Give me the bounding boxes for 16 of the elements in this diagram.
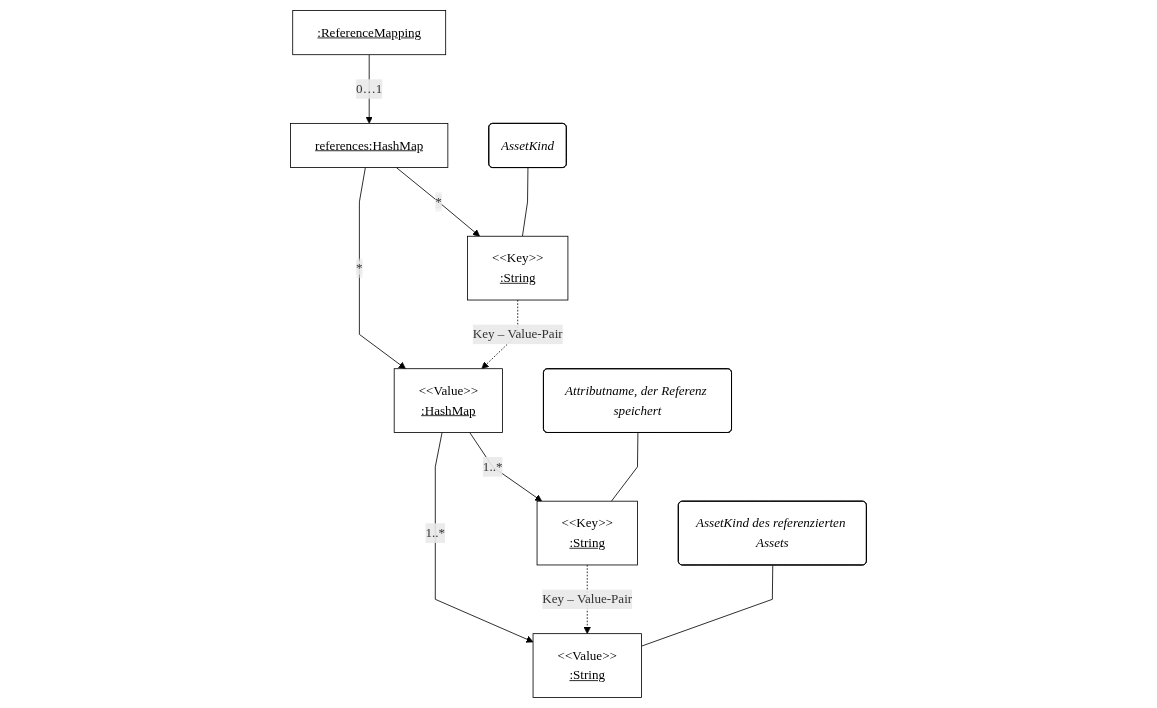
connector [611, 432, 639, 502]
connector [641, 564, 774, 647]
node-box: <<Key>> :String [536, 500, 638, 566]
node-box: <<Value>> :HashMap [393, 368, 503, 433]
edge-label: * [435, 194, 442, 209]
connector [522, 167, 529, 237]
edge-label: 1..* [425, 525, 446, 540]
edge-label: Key – Value-Pair [542, 591, 633, 606]
node-box: :ReferenceMapping [292, 10, 447, 56]
edge-label: 1..* [482, 459, 503, 474]
edge-label: Key – Value-Pair [472, 327, 563, 341]
node-box: references:HashMap [290, 123, 449, 168]
node-box: <<Key>> :String [467, 235, 569, 301]
edge-label: 0…1 [356, 81, 383, 96]
node-box: <<Value>> :String [532, 633, 642, 698]
edge-label: * [356, 260, 363, 275]
